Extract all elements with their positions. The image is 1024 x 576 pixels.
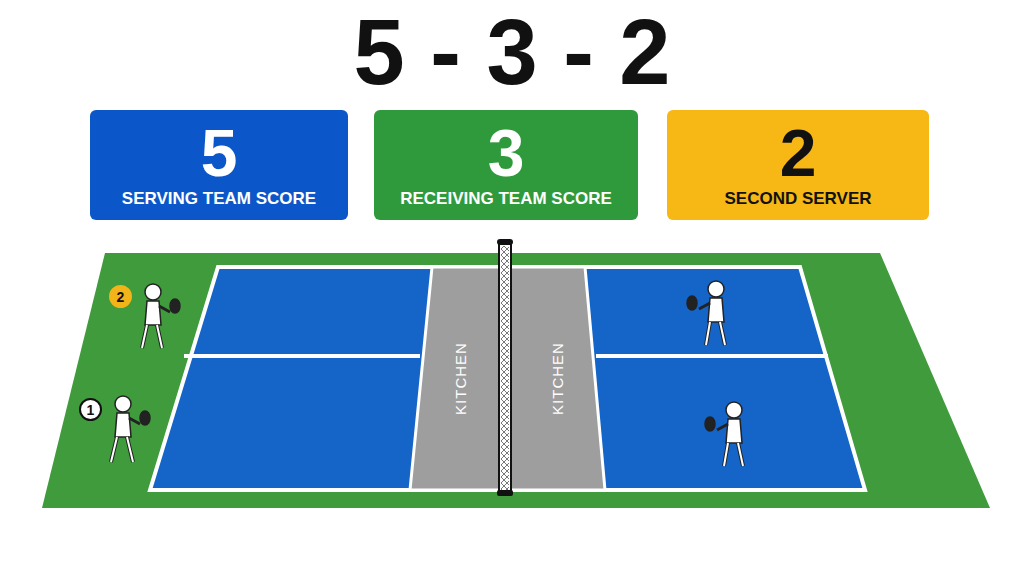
score-box: 2SECOND SERVER bbox=[667, 110, 929, 220]
kitchen-zone: KITCHEN bbox=[505, 267, 605, 490]
score-number: 2 bbox=[780, 120, 817, 186]
player-figure bbox=[687, 281, 725, 345]
player-figure bbox=[705, 402, 743, 466]
callout-number: 2 bbox=[109, 285, 132, 308]
score-title: 5 - 3 - 2 bbox=[0, 2, 1024, 102]
player-figure bbox=[111, 396, 150, 462]
kitchen-label: KITCHEN bbox=[549, 342, 566, 415]
score-box: 3RECEIVING TEAM SCORE bbox=[374, 110, 638, 220]
kitchen-fill bbox=[410, 267, 505, 490]
center-line bbox=[184, 354, 420, 358]
score-label: SECOND SERVER bbox=[724, 188, 871, 210]
callout-label: 1 bbox=[87, 402, 95, 418]
score-number: 5 bbox=[201, 120, 238, 186]
court-ground bbox=[42, 253, 990, 508]
court-surface bbox=[150, 267, 865, 490]
kitchen-zone: KITCHEN bbox=[410, 267, 505, 490]
score-label: RECEIVING TEAM SCORE bbox=[400, 188, 612, 210]
kitchen-fill bbox=[505, 267, 605, 490]
player-figure bbox=[142, 284, 180, 348]
callout-number: 1 bbox=[79, 398, 102, 421]
center-line bbox=[596, 354, 828, 358]
net-post bbox=[497, 239, 513, 245]
score-number: 3 bbox=[488, 120, 525, 186]
score-label: SERVING TEAM SCORE bbox=[122, 188, 316, 210]
score-box: 5SERVING TEAM SCORE bbox=[90, 110, 348, 220]
kitchen-label: KITCHEN bbox=[452, 342, 469, 415]
callout-label: 2 bbox=[117, 289, 125, 305]
